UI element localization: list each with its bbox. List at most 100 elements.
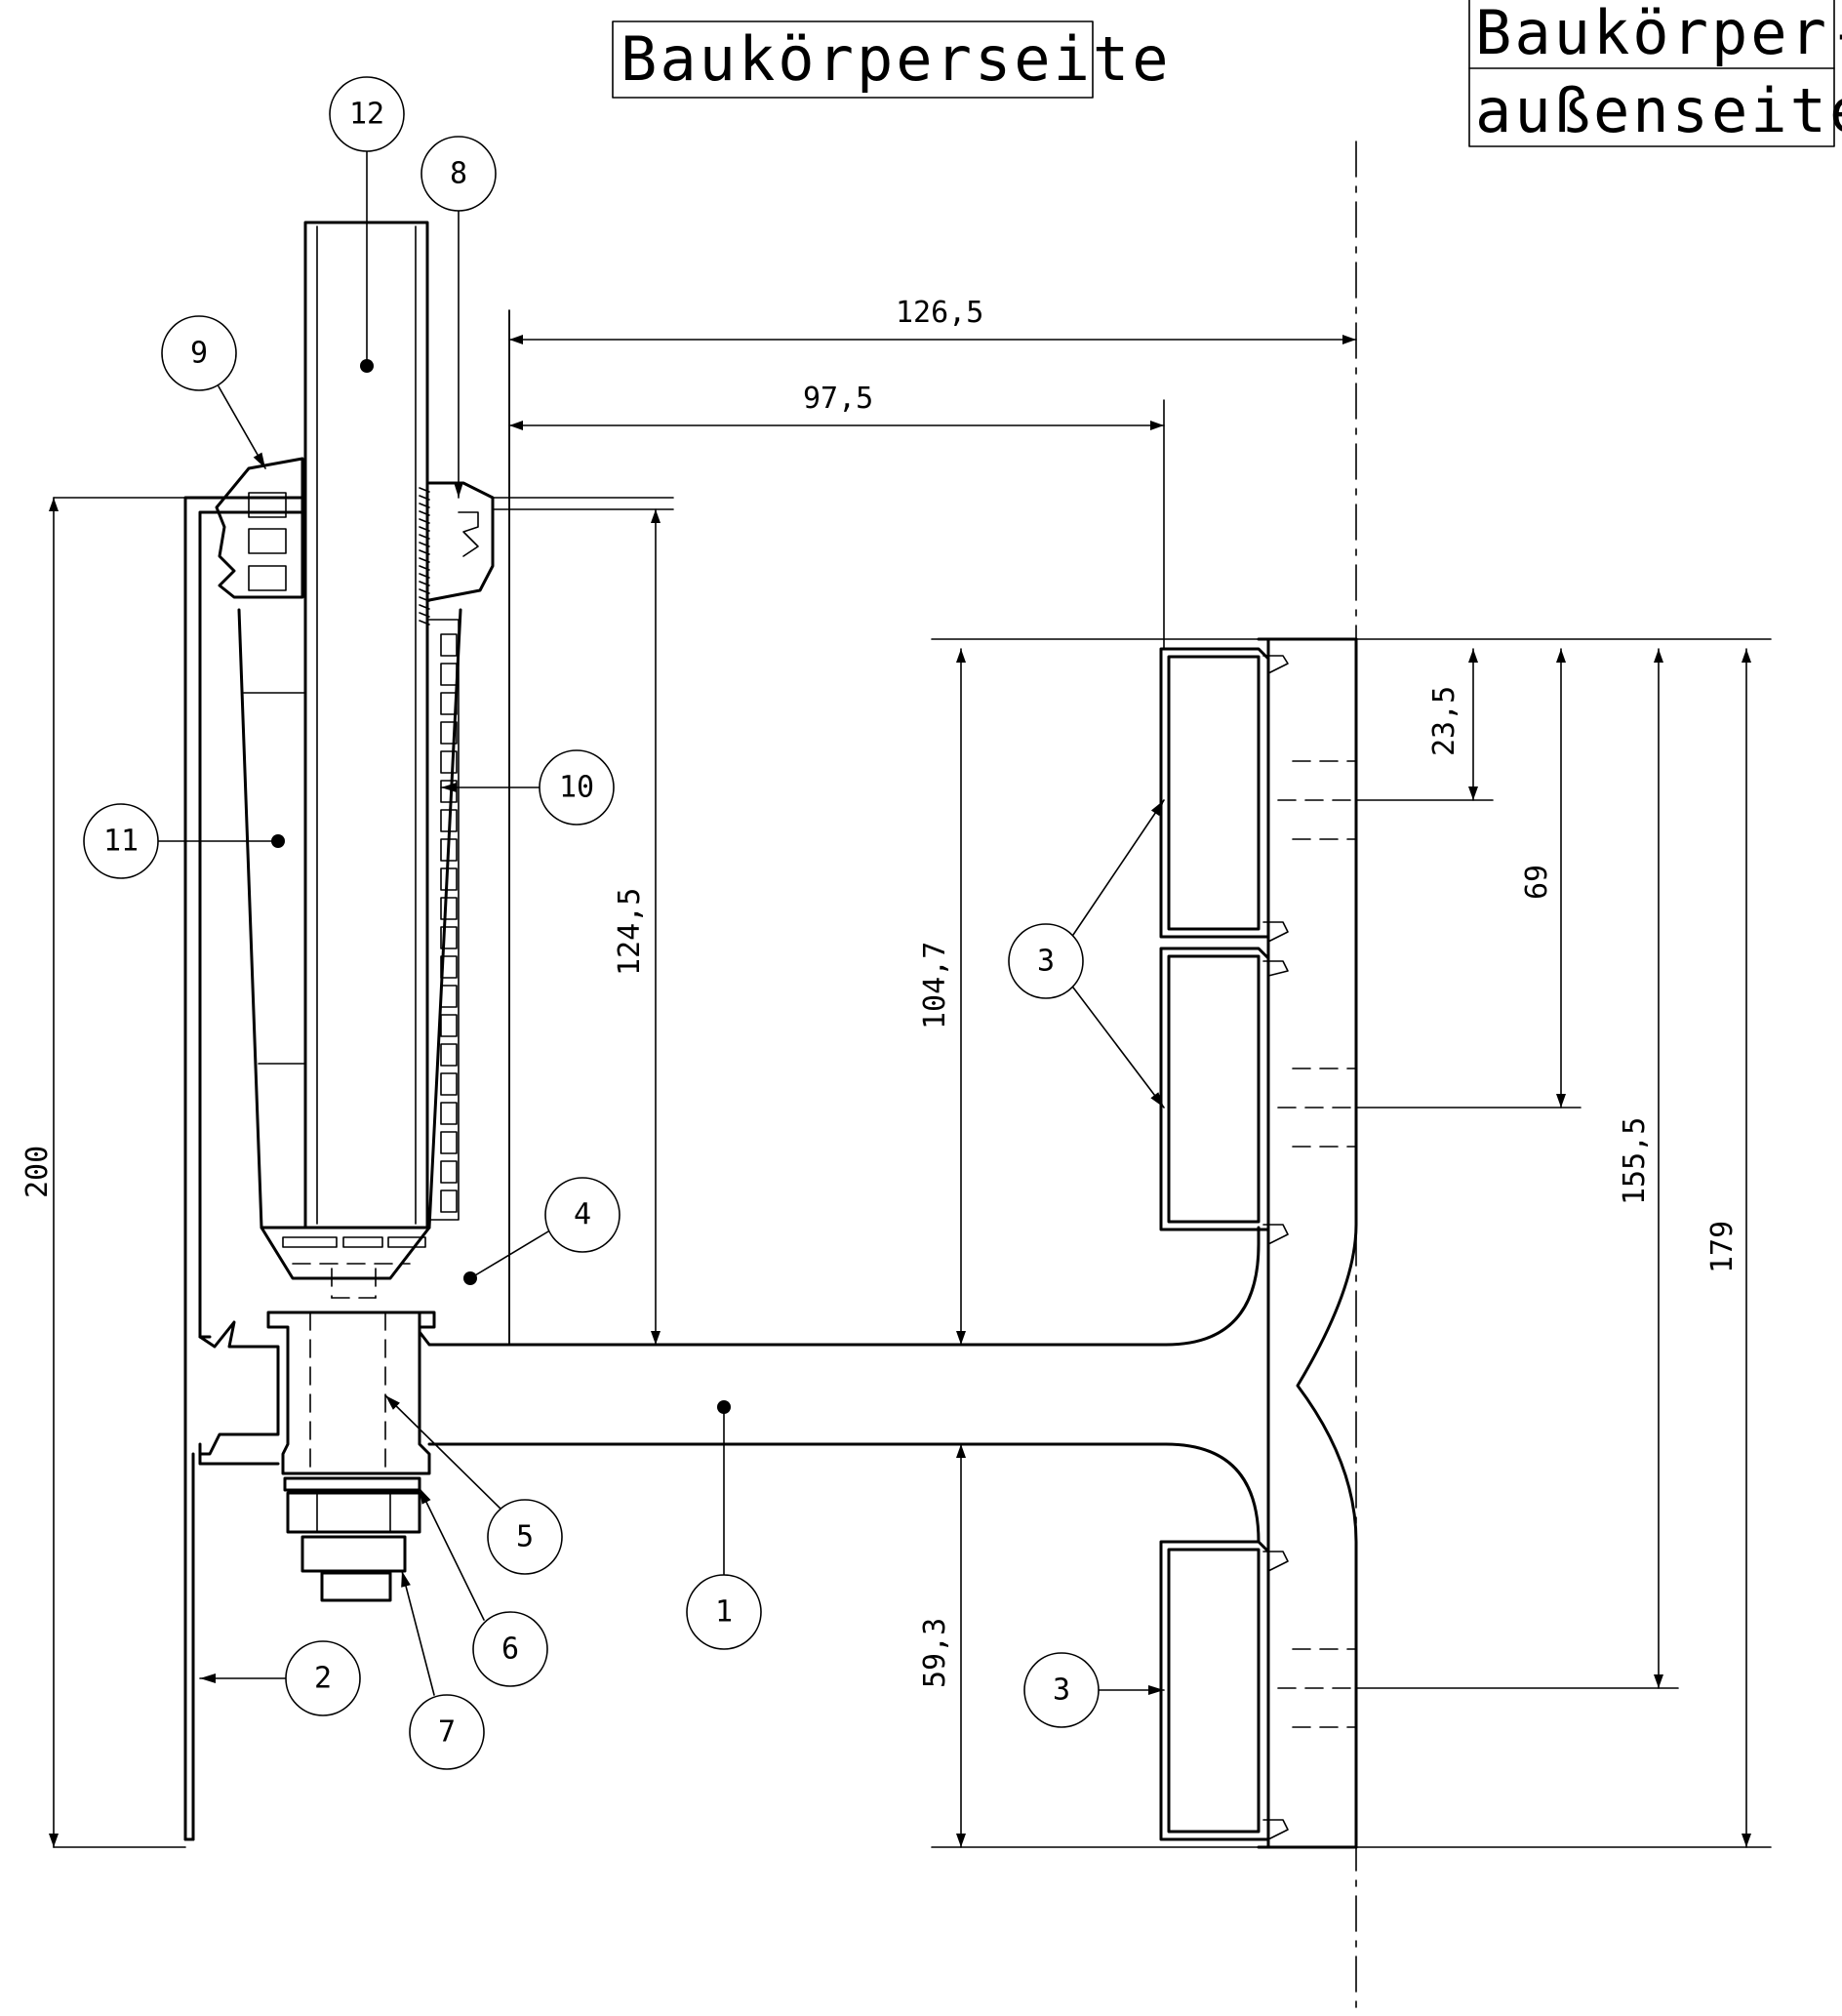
dim-arrow <box>509 335 523 344</box>
sleeve-rib <box>440 1072 458 1096</box>
balloon-9-text: 9 <box>190 337 208 371</box>
dim-69 <box>1556 648 1566 1109</box>
leader-line <box>384 1394 503 1512</box>
sleeve-rib <box>440 955 458 979</box>
leader-arrow <box>1150 1092 1164 1108</box>
leader-line <box>1072 987 1165 1109</box>
dim-126-5 <box>508 335 1357 344</box>
leader <box>401 1570 435 1696</box>
leader-arrow <box>253 452 265 468</box>
leader-arrow <box>385 1395 400 1410</box>
leader-dot <box>360 359 374 373</box>
dim-arrow <box>1556 1094 1566 1108</box>
balloon-7 <box>409 1694 485 1770</box>
dim-arrow <box>49 1834 59 1847</box>
sleeve-rib <box>440 1131 458 1154</box>
leader-arrow <box>1150 800 1164 817</box>
dim-59-3-text: 59,3 <box>918 1618 952 1688</box>
dim-124-5 <box>651 508 661 1346</box>
thread-mark <box>419 620 430 625</box>
dim-97-5-text: 97,5 <box>803 382 873 416</box>
upper-clip <box>215 457 304 599</box>
dim-arrow <box>651 509 661 523</box>
dim-arrow <box>1654 1674 1663 1688</box>
leader <box>1072 799 1165 936</box>
sleeve-rib <box>440 750 458 774</box>
balloon-8-text: 8 <box>450 157 467 191</box>
dim-200 <box>49 497 59 1848</box>
dim-179 <box>1742 648 1751 1848</box>
leader-arrow <box>454 482 463 498</box>
dim-arrow <box>1468 649 1478 663</box>
dim-arrow <box>956 1331 966 1345</box>
thread-mark <box>419 581 430 586</box>
balloon-3b <box>1023 1652 1100 1728</box>
dim-179-text: 179 <box>1705 1221 1740 1273</box>
thread-mark <box>419 565 430 571</box>
dim-arrow <box>1468 786 1478 800</box>
leader-arrow <box>200 1673 216 1683</box>
balloon-2 <box>285 1640 361 1716</box>
leader-arrow <box>420 1488 431 1505</box>
leader-line <box>1072 799 1165 936</box>
dim-arrow <box>1150 421 1164 430</box>
leader-dot <box>271 834 285 848</box>
thread-mark <box>419 518 430 524</box>
balloon-5-text: 5 <box>516 1520 534 1554</box>
dim-arrow <box>1556 649 1566 663</box>
leader-lines <box>157 150 1165 1696</box>
dim-arrow <box>956 649 966 663</box>
threaded-rod <box>303 221 430 1230</box>
balloon-4-text: 4 <box>574 1198 591 1232</box>
dim-126-5-text: 126,5 <box>896 296 983 330</box>
balloon-10 <box>539 749 615 826</box>
leader-arrow <box>1148 1685 1164 1695</box>
leader <box>419 1487 485 1621</box>
sleeve-rib <box>440 1014 458 1037</box>
bracket-wall-lug <box>198 1320 280 1456</box>
thread-mark <box>419 495 430 501</box>
leader <box>157 834 285 848</box>
leader-dot <box>463 1271 477 1285</box>
sleeve-rib <box>440 838 458 862</box>
leader-arrow <box>401 1571 411 1588</box>
sleeve-rib <box>440 1102 458 1125</box>
leader-line <box>469 1230 549 1279</box>
balloon-3a <box>1008 923 1084 999</box>
title-baukoerperseite: Baukörperseite <box>612 20 1169 99</box>
balloon-8 <box>420 136 497 212</box>
dim-104-7-text: 104,7 <box>918 942 952 1029</box>
thread-mark <box>419 557 430 563</box>
ribbed-sleeve <box>428 619 460 1221</box>
dim-104-7 <box>956 648 966 1346</box>
dim-23-5 <box>1468 648 1478 801</box>
sleeve-rib <box>440 1189 458 1213</box>
dim-23-5-text: 23,5 <box>1427 686 1462 756</box>
balloon-11 <box>83 803 159 879</box>
sleeve-rib <box>440 926 458 949</box>
bolt-assembly <box>266 1310 436 1602</box>
thread-mark <box>419 534 430 540</box>
sleeve-rib <box>440 867 458 891</box>
thread-mark <box>419 542 430 547</box>
dim-59-3 <box>956 1443 966 1848</box>
thread-mark <box>419 573 430 579</box>
sleeve-rib <box>440 1160 458 1184</box>
top-collar <box>427 481 674 602</box>
thread-mark <box>419 487 430 493</box>
leader <box>360 150 374 373</box>
sleeve-rib <box>440 897 458 920</box>
dim-arrow <box>956 1444 966 1458</box>
leader-line <box>401 1570 435 1696</box>
dim-arrow <box>1654 649 1663 663</box>
sleeve-rib <box>440 985 458 1008</box>
leader <box>717 1400 731 1576</box>
sleeve-rib <box>440 1043 458 1067</box>
dim-arrow <box>1742 649 1751 663</box>
sleeve-rib <box>440 663 458 686</box>
leader <box>1098 1685 1165 1695</box>
leader-dot <box>717 1400 731 1414</box>
balloon-11-text: 11 <box>103 825 139 859</box>
dim-arrow <box>956 1834 966 1847</box>
